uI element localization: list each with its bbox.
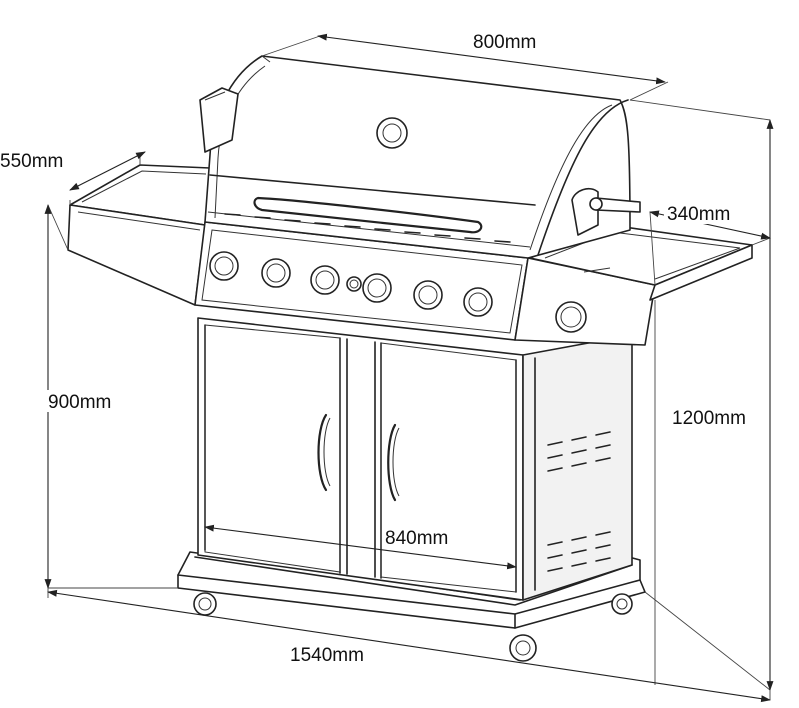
dim-line-840 <box>204 524 517 570</box>
label-550mm: 550mm <box>0 151 63 172</box>
dim-line-800 <box>317 33 666 85</box>
right-door-handle <box>387 423 397 502</box>
rotisserie-spit <box>571 188 641 236</box>
back-right-wheel <box>611 593 633 615</box>
front-right-wheel <box>509 634 537 662</box>
burner-knobs <box>209 251 493 317</box>
cabinet-side-panel <box>522 334 633 601</box>
left-door-handle <box>317 413 328 492</box>
side-vents <box>547 431 611 572</box>
label-840mm: 840mm <box>385 528 448 549</box>
label-340mm: 340mm <box>667 204 730 225</box>
label-900mm: 900mm <box>48 392 111 413</box>
dim-line-1540 <box>47 589 771 703</box>
temperature-gauge <box>376 117 408 149</box>
dim-line-550 <box>69 151 146 191</box>
label-1540mm: 1540mm <box>290 645 364 666</box>
left-side-shelf <box>67 164 211 306</box>
grill-body <box>67 55 753 662</box>
lid-handle <box>253 196 483 234</box>
dimension-labels: 800mm 550mm 340mm 1200mm 900mm 840mm 154… <box>0 30 769 666</box>
grill-lid <box>204 55 631 259</box>
control-panel <box>194 221 529 341</box>
label-1200mm: 1200mm <box>672 408 746 429</box>
rotisserie-motor <box>199 87 239 153</box>
front-left-wheel <box>193 592 217 616</box>
dimension-lines <box>44 33 774 703</box>
left-door <box>204 324 341 573</box>
label-800mm: 800mm <box>473 32 536 53</box>
